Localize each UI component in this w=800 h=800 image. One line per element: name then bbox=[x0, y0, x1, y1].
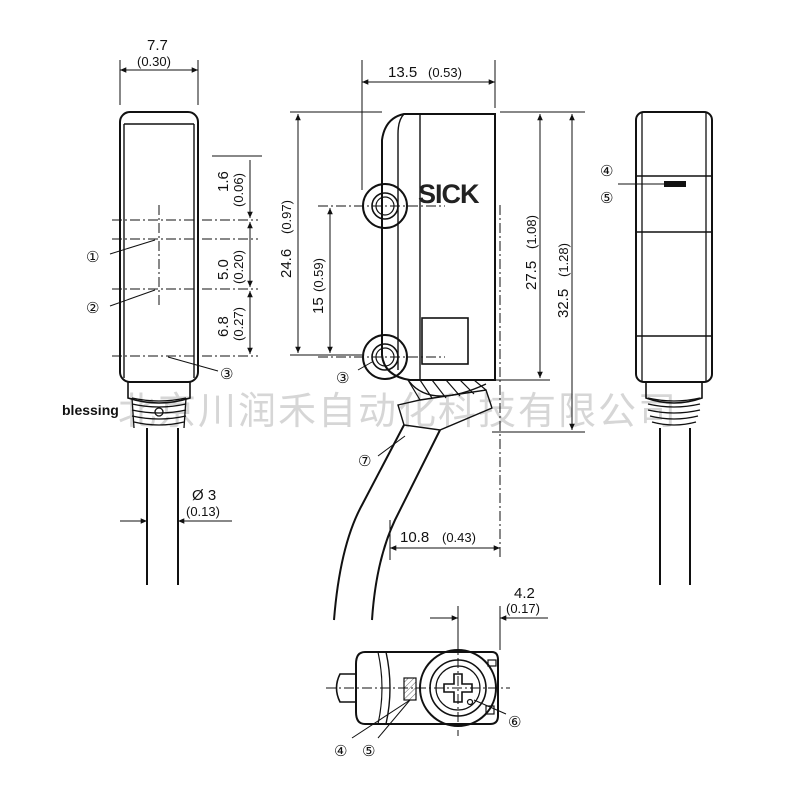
dim-total-height-inch: (1.28) bbox=[556, 243, 571, 277]
dim-hole-spacing-inch: (0.59) bbox=[311, 258, 326, 292]
dim-cable-offset-inch: (0.43) bbox=[442, 530, 476, 545]
brand-logo: SICK bbox=[418, 179, 480, 209]
dim-cable-offset: 10.8 bbox=[400, 529, 429, 546]
callout-5-rear: ⑤ bbox=[600, 190, 613, 207]
dim-pot-offset-inch: (0.17) bbox=[506, 601, 540, 616]
dim-width-front: 7.7 bbox=[147, 37, 168, 54]
callout-3-front: ③ bbox=[220, 366, 233, 383]
dim-low-offset-inch: (0.27) bbox=[231, 307, 246, 341]
watermark-tag: blessing bbox=[62, 402, 119, 418]
front-dimension-lines bbox=[109, 67, 253, 524]
dim-total-height: 32.5 bbox=[555, 289, 572, 318]
front-view bbox=[112, 60, 262, 585]
bottom-view bbox=[326, 606, 510, 736]
callout-6-bottom: ⑥ bbox=[508, 714, 521, 731]
dim-hole-spacing: 15 bbox=[310, 297, 327, 314]
callout-4-bottom: ④ bbox=[334, 743, 347, 760]
dim-hole-height-inch: (0.97) bbox=[279, 200, 294, 234]
dim-hole-height: 24.6 bbox=[278, 249, 295, 278]
callout-4-rear: ④ bbox=[600, 163, 613, 180]
dim-width-front-inch: (0.30) bbox=[137, 54, 171, 69]
rear-view bbox=[635, 111, 713, 585]
callout-1-front: ① bbox=[86, 249, 99, 266]
dim-body-height: 27.5 bbox=[523, 261, 540, 290]
dim-low-offset: 6.8 bbox=[215, 316, 232, 337]
callout-7-side: ⑦ bbox=[358, 453, 371, 470]
dim-depth-side: 13.5 bbox=[388, 64, 417, 81]
callout-3-side: ③ bbox=[336, 370, 349, 387]
dim-cable-diameter-inch: (0.13) bbox=[186, 504, 220, 519]
dim-mid-gap: 5.0 bbox=[215, 259, 232, 280]
dim-cable-diameter: Ø 3 bbox=[192, 487, 216, 504]
dim-pot-offset: 4.2 bbox=[514, 585, 535, 602]
side-view bbox=[290, 60, 585, 621]
dim-body-height-inch: (1.08) bbox=[524, 215, 539, 249]
callout-5-bottom: ⑤ bbox=[362, 743, 375, 760]
dim-top-offset: 1.6 bbox=[215, 171, 232, 192]
bottom-dimension-lines bbox=[351, 615, 548, 739]
callout-2-front: ② bbox=[86, 300, 99, 317]
dim-top-offset-inch: (0.06) bbox=[231, 173, 246, 207]
side-dimension-lines bbox=[295, 79, 575, 551]
watermark-text: 北京川润禾自动化科技有限公司 bbox=[118, 391, 678, 433]
dim-mid-gap-inch: (0.20) bbox=[231, 250, 246, 284]
dim-depth-side-inch: (0.53) bbox=[428, 65, 462, 80]
